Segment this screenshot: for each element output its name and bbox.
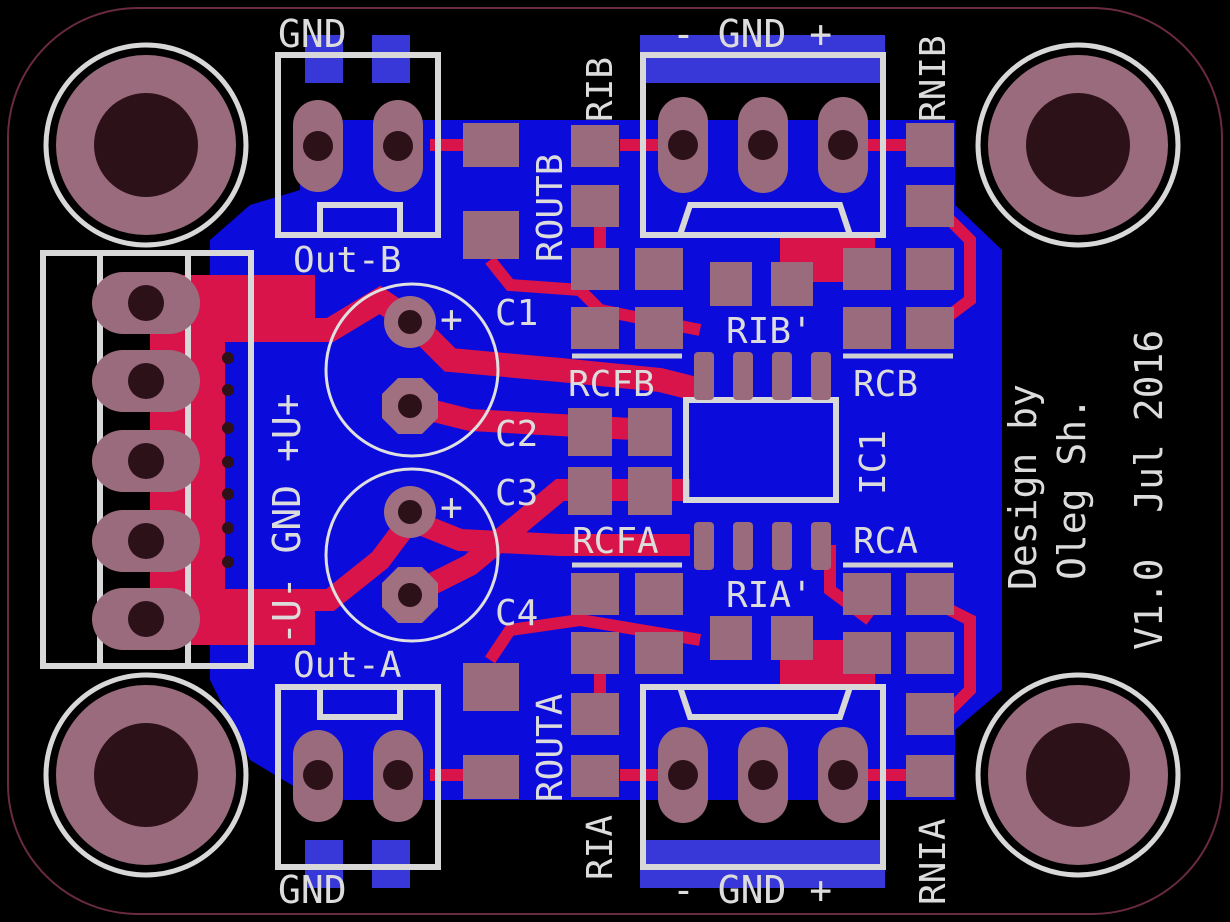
label-c1-plus: + <box>440 297 463 341</box>
capacitor-c1 <box>324 282 500 458</box>
label-version: V1.0 Jul 2016 <box>1127 330 1171 650</box>
connector-input-a <box>640 684 886 870</box>
label-c2: C2 <box>495 414 538 455</box>
label-out-b: Out-B <box>293 240 401 281</box>
capacitor-c4 <box>324 467 500 643</box>
label-routb: ROUTB <box>530 154 571 262</box>
label-gnd-bottom-right: - GND + <box>672 868 832 912</box>
label-c1: C1 <box>495 293 538 334</box>
label-c3: C3 <box>495 473 538 514</box>
silkscreen-text: GND GND - GND + - GND + Out-B Out-A -U- … <box>265 12 1171 912</box>
label-ria-prime: RIA' <box>726 575 813 616</box>
label-gnd-bottom-left: GND <box>278 868 347 912</box>
board-outline <box>7 7 1223 915</box>
label-credit-line1: Design by <box>1001 384 1045 590</box>
label-credit-line2: Oleg Sh. <box>1050 397 1094 580</box>
label-gnd-top-right: - GND + <box>672 12 832 56</box>
label-c4: C4 <box>495 593 538 634</box>
connector-out-a <box>275 684 441 870</box>
label-rib-prime: RIB' <box>726 311 813 352</box>
label-power: -U- GND +U+ <box>265 393 309 645</box>
silk-underlines <box>572 353 953 568</box>
power-vias <box>222 352 234 568</box>
label-rcb: RCB <box>853 364 918 405</box>
label-rnia: RNIA <box>913 818 954 905</box>
label-rib: RIB <box>580 57 621 122</box>
label-rcfa: RCFA <box>572 521 659 562</box>
label-routa: ROUTA <box>530 693 571 802</box>
smd-pads <box>463 123 954 799</box>
connector-out-b <box>275 52 441 238</box>
top-copper-power-bar <box>195 300 225 610</box>
label-rca: RCA <box>853 521 918 562</box>
mounting-hole-bottom-left <box>43 672 249 878</box>
label-rcfb: RCFB <box>568 364 655 405</box>
power-connector <box>40 250 254 669</box>
label-ria: RIA <box>580 815 621 880</box>
ic1-package <box>683 352 839 570</box>
mounting-hole-top-left <box>43 42 249 248</box>
power-connector-pins <box>92 272 200 650</box>
mounting-hole-top-right <box>975 42 1181 248</box>
label-ic1: IC1 <box>853 430 894 495</box>
label-out-a: Out-A <box>293 645 402 686</box>
connector-input-b <box>640 52 886 238</box>
mounting-hole-bottom-right <box>975 672 1181 878</box>
label-rnib: RNIB <box>913 35 954 122</box>
label-gnd-top-left: GND <box>278 12 347 56</box>
label-c4-plus: + <box>440 485 463 529</box>
